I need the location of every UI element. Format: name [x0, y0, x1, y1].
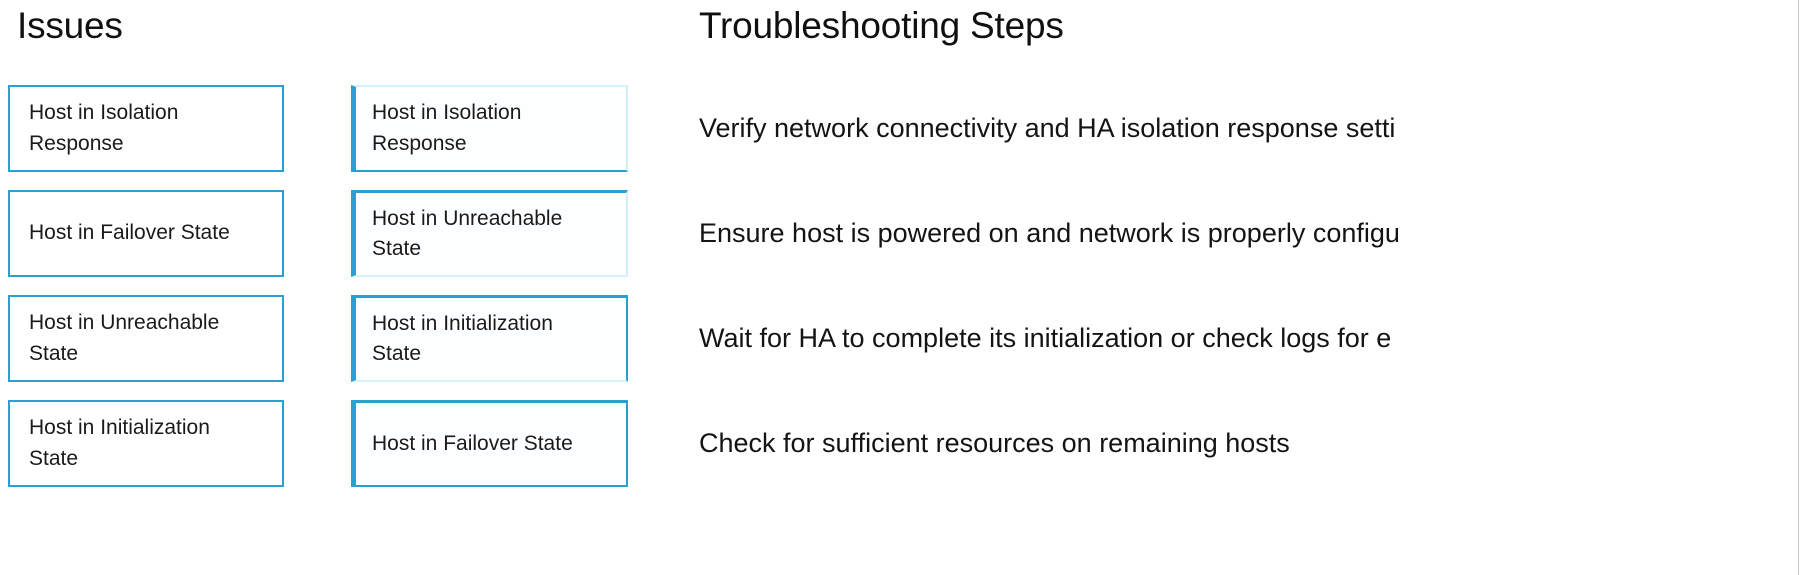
troubleshooting-step-text: Check for sufficient resources on remain… [699, 428, 1290, 459]
issue-box-label: Host in Initialization State [29, 416, 210, 470]
issue-card-label: Host in Failover State [372, 431, 573, 455]
issue-box-isolation-response[interactable]: Host in Isolation Response [8, 85, 284, 172]
issue-box-unreachable-state[interactable]: Host in Unreachable State [8, 295, 284, 382]
troubleshooting-step-row: Wait for HA to complete its initializati… [699, 295, 1806, 382]
issue-card-label: Host in Unreachable State [372, 206, 563, 260]
issue-card-failover-state[interactable]: Host in Failover State [351, 400, 628, 487]
issue-box-label: Host in Isolation Response [29, 101, 179, 155]
issue-card-label: Host in Isolation Response [372, 101, 522, 155]
troubleshooting-steps-list: Verify network connectivity and HA isola… [699, 85, 1806, 487]
troubleshooting-step-row: Check for sufficient resources on remain… [699, 400, 1806, 487]
troubleshooting-step-text: Ensure host is powered on and network is… [699, 218, 1400, 249]
issue-box-failover-state[interactable]: Host in Failover State [8, 190, 284, 277]
issue-box-label: Host in Unreachable State [29, 311, 220, 365]
issue-card-initialization-state[interactable]: Host in Initialization State [351, 295, 628, 382]
issue-box-initialization-state[interactable]: Host in Initialization State [8, 400, 284, 487]
issue-card-isolation-response[interactable]: Host in Isolation Response [351, 85, 628, 172]
troubleshooting-step-text: Verify network connectivity and HA isola… [699, 113, 1396, 144]
issue-card-label: Host in Initialization State [372, 311, 553, 365]
issue-box-label: Host in Failover State [29, 221, 230, 245]
issues-column-left: Host in Isolation Response Host in Failo… [8, 85, 284, 487]
right-edge-rule [1798, 0, 1799, 575]
troubleshooting-step-row: Verify network connectivity and HA isola… [699, 85, 1806, 172]
issues-heading: Issues [17, 5, 123, 46]
issues-column-right: Host in Isolation Response Host in Unrea… [351, 85, 628, 487]
troubleshooting-step-text: Wait for HA to complete its initializati… [699, 323, 1392, 354]
issue-card-unreachable-state[interactable]: Host in Unreachable State [351, 190, 628, 277]
troubleshooting-steps-heading: Troubleshooting Steps [699, 5, 1064, 46]
troubleshooting-step-row: Ensure host is powered on and network is… [699, 190, 1806, 277]
